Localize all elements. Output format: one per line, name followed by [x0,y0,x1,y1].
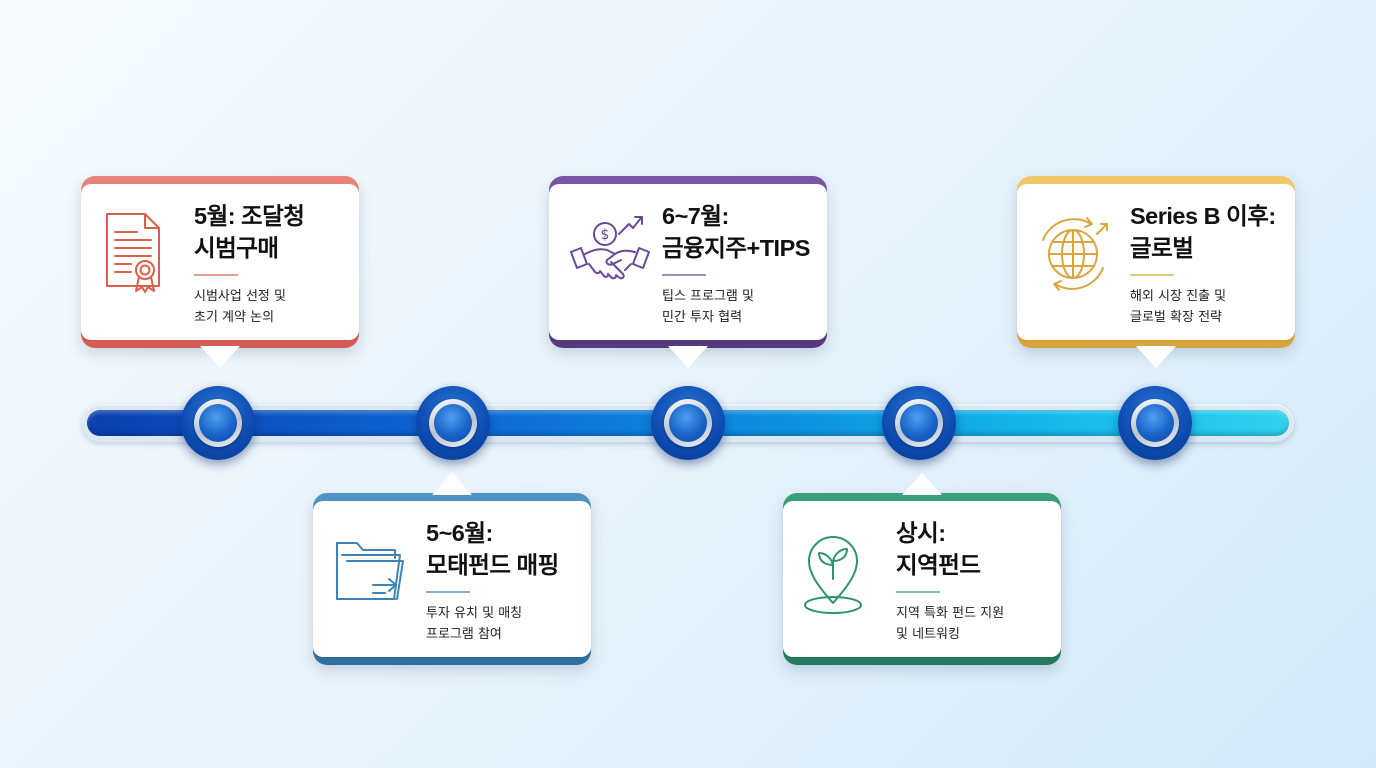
folder-transfer-icon [333,521,421,617]
milestone-description: 팁스 프로그램 및 민간 투자 협력 [662,289,754,325]
divider [662,274,706,276]
milestone-description: 투자 유치 및 매칭 프로그램 참여 [426,606,523,642]
milestone-card-financial-tips: $ 6~7월: 금융지주+TIPS 팁스 프로그램 및 민간 투자 협력 [549,176,827,368]
divider [194,274,238,276]
milestone-card-procurement: 5월: 조달청 시범구매 시범사업 선정 및 초기 계약 논의 [81,176,359,368]
divider [896,591,940,593]
location-sprout-icon [803,521,891,617]
timeline-node-3 [651,386,725,460]
handshake-dollar-icon: $ [569,204,657,300]
milestone-title: 5~6월: 모태펀드 매핑 [426,520,559,578]
milestone-title: 상시: 지역펀드 [896,520,981,578]
milestone-card-mother-fund: 5~6월: 모태펀드 매핑 투자 유치 및 매칭 프로그램 참여 [313,473,591,665]
timeline-node-4 [882,386,956,460]
milestone-description: 시범사업 선정 및 초기 계약 논의 [194,289,286,325]
milestone-title: 5월: 조달청 시범구매 [194,203,305,261]
milestone-description: 지역 특화 펀드 지원 및 네트워킹 [896,606,1005,642]
timeline-node-5 [1118,386,1192,460]
divider [426,591,470,593]
timeline-node-1 [181,386,255,460]
milestone-title: 6~7월: 금융지주+TIPS [662,203,810,261]
milestone-card-regional-fund: 상시: 지역펀드 지역 특화 펀드 지원 및 네트워킹 [783,473,1061,665]
milestone-title: Series B 이후: 글로벌 [1130,203,1276,261]
svg-text:$: $ [601,227,610,243]
divider [1130,274,1174,276]
milestone-card-global: Series B 이후: 글로벌 해외 시장 진출 및 글로벌 확장 전략 [1017,176,1295,368]
timeline-node-2 [416,386,490,460]
contract-certificate-icon [101,204,189,300]
milestone-description: 해외 시장 진출 및 글로벌 확장 전략 [1130,289,1227,325]
globe-arrows-icon [1037,204,1125,300]
